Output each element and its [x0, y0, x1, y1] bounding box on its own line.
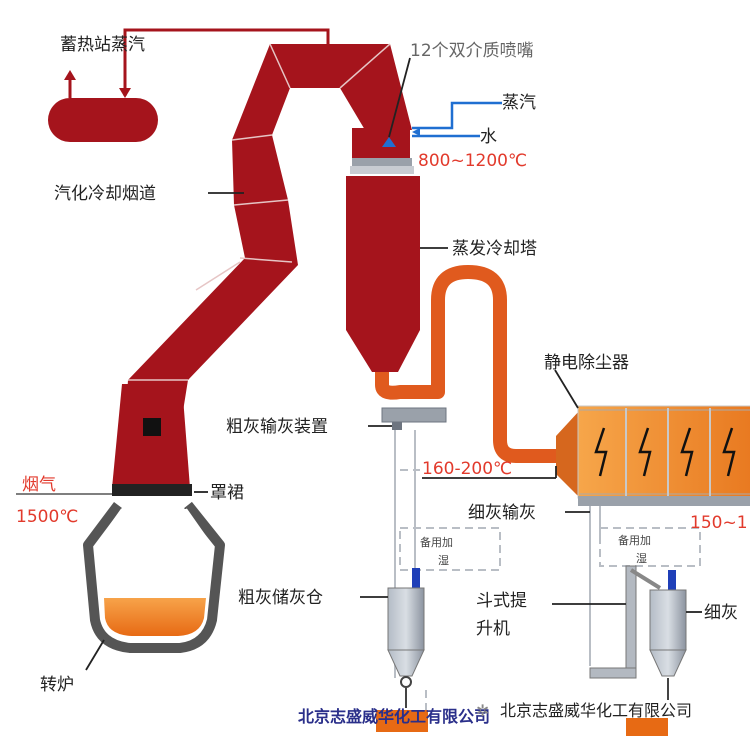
- coarse-conveyor: [381, 407, 447, 423]
- lightning-icon: [594, 427, 608, 477]
- orange-flue-pipe: [375, 265, 570, 463]
- label-steam: 蒸汽: [502, 93, 536, 113]
- label-fine-conveyor: 细灰输灰: [468, 503, 536, 523]
- lightning-icon: [680, 427, 694, 477]
- watermark-right: 北京志盛威华化工有限公司: [500, 701, 692, 720]
- wechat-icon: ✲: [476, 701, 489, 720]
- label-backup-right-2: 湿: [636, 552, 647, 565]
- label-water: 水: [480, 127, 497, 147]
- label-flue: 汽化冷却烟道: [54, 184, 156, 204]
- label-backup-left-2: 湿: [438, 554, 449, 567]
- converter-vessel: [83, 501, 225, 653]
- label-nozzles: 12个双介质喷嘴: [410, 41, 534, 61]
- nozzle-icon: [382, 137, 396, 147]
- vaporization-cooling-flue: [112, 43, 412, 488]
- label-elevator-1: 斗式提: [476, 591, 527, 611]
- label-temp-inlet: 800~1200℃: [418, 151, 527, 171]
- steam-storage-drum: [48, 28, 330, 142]
- label-temp-esp: 160-200℃: [422, 459, 512, 479]
- label-temp-out: 150~1: [690, 513, 748, 533]
- lightning-icon: [722, 427, 736, 477]
- fine-ash-silo: [649, 570, 687, 700]
- lightning-icon: [638, 427, 652, 477]
- steam-water-lines: [412, 101, 502, 138]
- evaporative-cooling-tower: [346, 128, 420, 372]
- electrostatic-precipitator: [556, 405, 750, 506]
- label-converter: 转炉: [40, 675, 74, 695]
- hood-skirt: [112, 484, 192, 496]
- label-elevator-2: 升机: [476, 619, 510, 639]
- label-coarse-conveyor: 粗灰输灰装置: [226, 417, 328, 437]
- coarse-ash-silo: [387, 568, 425, 708]
- truck-icon: [376, 710, 428, 732]
- label-skirt: 罩裙: [210, 483, 244, 503]
- label-esp: 静电除尘器: [544, 353, 629, 373]
- backup-humidifier-left: [399, 527, 501, 571]
- truck-icon: [626, 718, 668, 736]
- label-storage-steam: 蓄热站蒸汽: [60, 35, 145, 55]
- label-temp-gas: 1500℃: [16, 507, 78, 527]
- label-backup-right: 备用加: [618, 533, 651, 547]
- label-fine-silo: 细灰: [704, 603, 738, 623]
- label-coarse-silo: 粗灰储灰仓: [238, 588, 323, 608]
- leader-lines: [85, 57, 702, 671]
- label-tower: 蒸发冷却塔: [452, 239, 537, 259]
- watermark-left: 北京志盛威华化工有限公司: [298, 707, 490, 726]
- label-flue-gas: 烟气: [22, 475, 56, 495]
- bucket-elevator: [589, 565, 662, 679]
- label-backup-left: 备用加: [420, 535, 453, 549]
- backup-humidifier-right: [599, 527, 701, 567]
